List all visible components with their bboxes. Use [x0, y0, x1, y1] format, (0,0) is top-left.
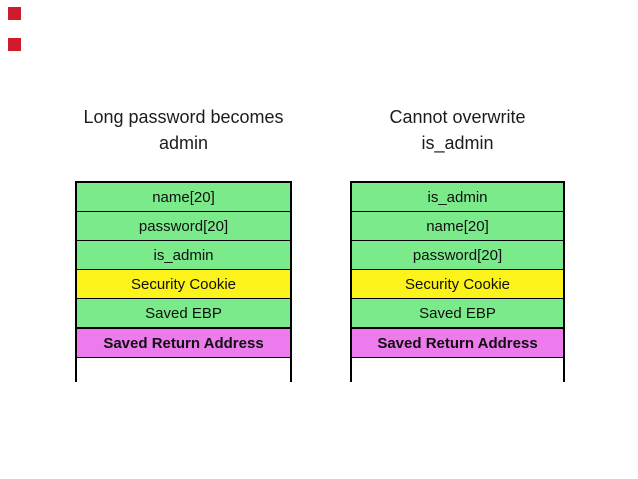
title-line: Cannot overwrite	[389, 107, 526, 127]
stack-row-password-20: password[20]	[352, 241, 563, 270]
stack-diagram-long-password: Long password becomes admin name[20]pass…	[75, 104, 292, 382]
stack-row-saved-ebp: Saved EBP	[77, 299, 290, 328]
stack-row-saved-return-address: Saved Return Address	[77, 328, 290, 358]
stack-row-is-admin: is_admin	[77, 241, 290, 270]
red-marker-bottom	[8, 38, 21, 51]
title-line: is_admin	[421, 133, 494, 153]
stack-row-name-20: name[20]	[352, 212, 563, 241]
stack-row-password-20: password[20]	[77, 212, 290, 241]
title-line: admin	[158, 133, 209, 153]
stack-row-saved-return-address: Saved Return Address	[352, 328, 563, 358]
stack-open-row	[77, 358, 290, 382]
stack-row-security-cookie: Security Cookie	[352, 270, 563, 299]
diagram-title-right: Cannot overwrite is_admin	[350, 104, 565, 156]
stack-row-security-cookie: Security Cookie	[77, 270, 290, 299]
stack-row-saved-ebp: Saved EBP	[352, 299, 563, 328]
stack-row-is-admin: is_admin	[352, 183, 563, 212]
red-marker-top	[8, 7, 21, 20]
diagram-title-left: Long password becomes admin	[75, 104, 292, 156]
stack-open-row	[352, 358, 563, 382]
title-line: Long password becomes	[83, 107, 284, 127]
stack-row-name-20: name[20]	[77, 183, 290, 212]
